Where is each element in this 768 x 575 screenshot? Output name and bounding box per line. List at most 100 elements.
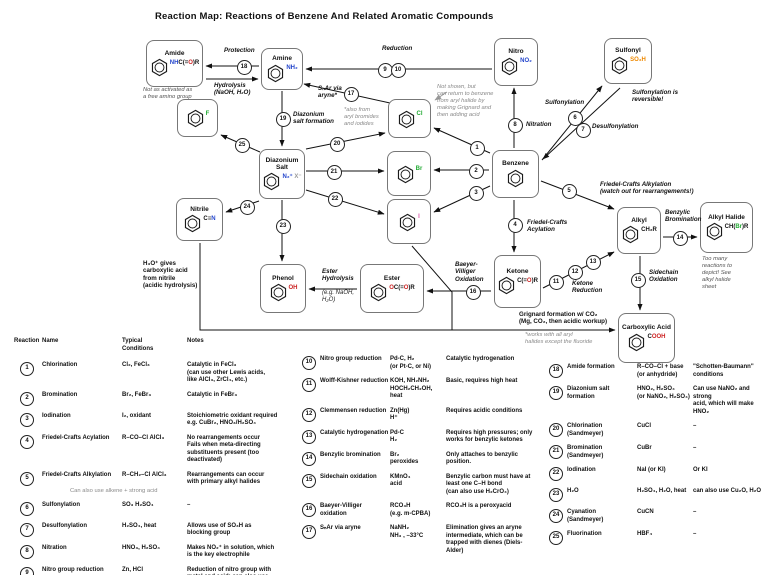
edge-label: Grignard formation w/ CO₂ (Mg, CO₂, then… (519, 311, 608, 326)
edge-label: Benzylic Bromination (665, 209, 702, 224)
reaction-notes: Catalytic hydrogenation (446, 356, 515, 362)
benzene-ring-icon (187, 109, 203, 128)
node-label: Benzene (502, 160, 529, 168)
reaction-name: Sulfonylation (42, 501, 80, 508)
node-label: Amine (272, 55, 292, 63)
reaction-name: Bromination (42, 391, 78, 398)
reaction-number-circle-5: 5 (561, 183, 577, 199)
reaction-name: Iodination (567, 467, 596, 473)
benzene-ring-icon (706, 223, 722, 241)
annotation-note: Too many reactions to depict! See alkyl … (702, 256, 732, 290)
reaction-conditions: CuCN (637, 509, 654, 515)
reaction-name: Clemmensen reduction (320, 407, 387, 414)
reaction-notes: can also use Cu₂O, H₂O (693, 488, 762, 494)
edge-label: Friedel-Crafts Acylation (527, 219, 568, 234)
reaction-conditions: CuCl (637, 423, 651, 429)
reaction-conditions: H₂SO₄, H₂O, heat (637, 488, 687, 494)
reaction-number-circle-21: 21 (326, 164, 342, 180)
reaction-conditions: I₂, oxidant (122, 412, 152, 419)
substituent-label: OC(=O)R (389, 284, 415, 291)
reaction-number-badge: 17 (302, 525, 316, 539)
benzene-ring-icon (502, 57, 518, 75)
benzene-ring-icon (268, 64, 284, 82)
reaction-number-circle-2: 2 (468, 163, 484, 179)
reaction-number-badge: 22 (549, 467, 563, 481)
reaction-number-badge: 15 (302, 473, 316, 488)
edge-label: Desulfonylation (592, 123, 639, 130)
reaction-number-circle-4: 4 (507, 217, 523, 233)
edge-label: SₙAr via aryne* (318, 85, 342, 100)
reaction-notes: Requires acidic conditions (446, 407, 523, 414)
structure: NO₂ (500, 57, 532, 76)
reaction-name: Chlorination (Sandmeyer) (567, 423, 604, 437)
reaction-name: H₂O (567, 488, 579, 494)
annotation-note: *also from aryl bromides and iodides (344, 107, 379, 127)
reaction-conditions: Cl₂, FeCl₃ (122, 362, 150, 368)
benzene-ring-icon (151, 59, 167, 77)
substituent-label: C(=O)R (517, 277, 538, 284)
reaction-notes: Catalytic in FeCl₃ (can use other Lewis … (187, 362, 266, 383)
edge-label: Friedel-Crafts Alkylation (watch out for… (600, 181, 694, 196)
reaction-conditions: Pd-C H₂ (390, 429, 404, 444)
substituent-label: CH₂R (641, 226, 657, 233)
reaction-arrow (199, 243, 616, 333)
edge-label: Ester Hydrolysis (322, 268, 354, 283)
reaction-conditions: HNO₃, H₂SO₄ (122, 544, 160, 551)
benzene-ring-icon (398, 110, 414, 128)
substituent-label: NO₂ (520, 58, 532, 65)
structure: COOH (627, 333, 666, 352)
reaction-number-circle-12: 12 (567, 264, 583, 280)
edge-label: Reduction (382, 45, 413, 52)
reaction-conditions: NaNH₂ NH₃ , –33°C (390, 525, 424, 539)
node-label: Alkyl Halide (708, 213, 745, 221)
node-iodobenzene: I (387, 199, 431, 244)
reaction-name: Catalytic hydrogenation (320, 429, 389, 436)
column-header: Name (42, 338, 59, 344)
reaction-conditions: Zn(Hg) H⁺ (390, 407, 410, 422)
node-benzene: Benzene (492, 150, 539, 198)
reaction-number-circle-22: 22 (327, 191, 343, 207)
annotation-note: *works with all aryl halides except the … (525, 332, 593, 345)
reaction-notes: – (693, 423, 697, 429)
structure: F (186, 109, 209, 128)
reaction-number-badge: 10 (302, 356, 316, 370)
reaction-number-circle-8: 8 (507, 117, 523, 133)
edge-label: Hydrolysis (NaOH, H₂O) (214, 82, 251, 97)
reaction-notes: "Schotten-Baumann" conditions (693, 364, 754, 378)
page-title: Reaction Map: Reactions of Benzene And R… (155, 11, 494, 22)
reaction-number-badge: 7 (20, 522, 34, 537)
reaction-number-circle-15: 15 (630, 272, 646, 288)
reaction-number-badge: 12 (302, 407, 316, 422)
substituent-label: CH(Br)R (724, 223, 749, 230)
edge-label: Sulfonylation (545, 99, 585, 106)
structure: I (398, 213, 420, 232)
reaction-name: Friedel-Crafts Alkylation (42, 471, 112, 478)
reaction-number-badge: 23 (549, 488, 563, 502)
reaction-arrow (305, 189, 385, 215)
edge-label: Protection (224, 47, 255, 54)
reaction-notes: Catalytic in FeBr₃ (187, 391, 238, 398)
structure: C≡N (183, 214, 216, 233)
reaction-conditions: RCO₃H (e.g. m-CPBA) (390, 503, 431, 517)
substituent-label: Cl (416, 111, 423, 117)
node-label: Phenol (272, 274, 294, 282)
edge-label: Sidechain Oxidation (649, 269, 679, 284)
structure: OH (269, 283, 298, 302)
reaction-notes: Makes NO₂⁺ in solution, which is the key… (187, 544, 275, 559)
reaction-number-circle-25: 25 (234, 137, 250, 153)
reaction-number-circle-13: 13 (585, 254, 601, 270)
reaction-number-badge: 13 (302, 429, 316, 444)
